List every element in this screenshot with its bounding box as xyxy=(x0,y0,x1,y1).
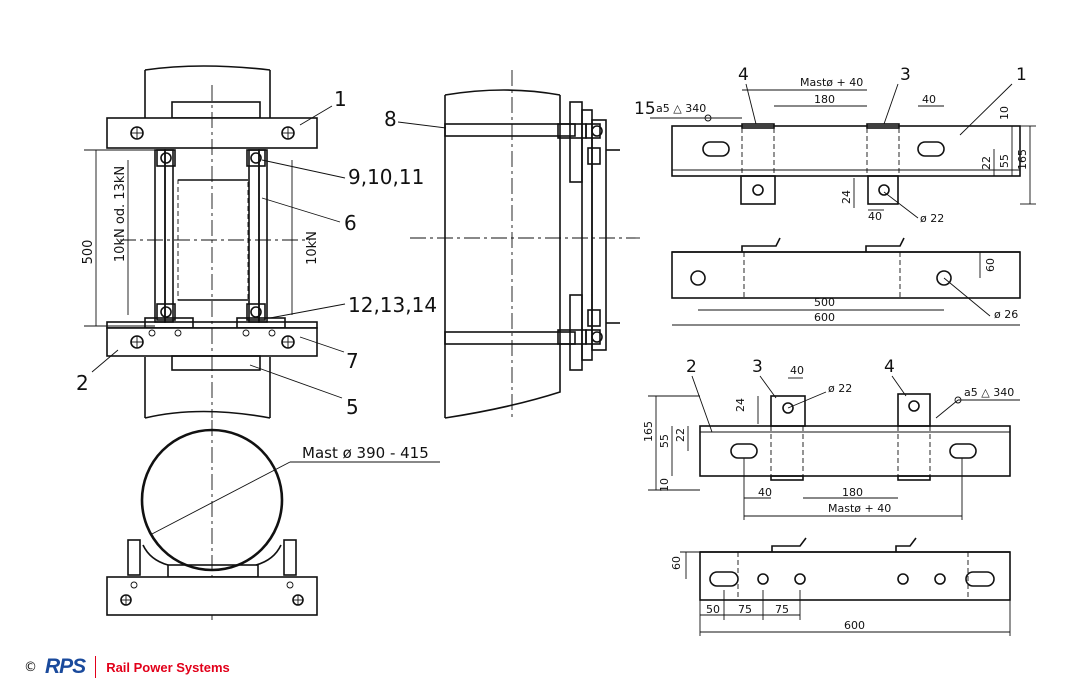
mast-diameter-label: Mast ø 390 - 415 xyxy=(302,444,429,462)
part-label-3-top: 3 xyxy=(900,65,911,85)
dim-500-top-side: 500 xyxy=(814,296,835,309)
part-label-12-13-14: 12,13,14 xyxy=(348,293,437,317)
dim-55-top: 55 xyxy=(998,154,1011,168)
dim-10-top: 10 xyxy=(998,106,1011,120)
part-label-2-bottom: 2 xyxy=(686,357,697,377)
side-view: 8 xyxy=(384,70,640,420)
part-label-15: 15 xyxy=(634,99,656,119)
dim-22-bottom: 22 xyxy=(674,428,687,442)
part-label-9-10-11: 9,10,11 xyxy=(348,165,424,189)
dim-60-bottom-side: 60 xyxy=(670,556,683,570)
dim-180-top: 180 xyxy=(814,93,835,106)
dim-50-bottom-side: 50 xyxy=(706,603,720,616)
rps-logo: RPS xyxy=(45,655,86,678)
part-label-7: 7 xyxy=(346,349,359,373)
dim-75a-bottom-side: 75 xyxy=(738,603,752,616)
part-label-5: 5 xyxy=(346,395,359,419)
detail-top-side: 60 500 600 ø 26 xyxy=(671,237,1021,326)
dim-500: 500 xyxy=(81,240,96,265)
dim-24-bottom: 24 xyxy=(734,398,747,412)
dim-600-top-side: 600 xyxy=(814,311,835,324)
detail-bottom-side: 60 50 75 75 600 xyxy=(670,537,1011,636)
part-label-4-bottom: 4 xyxy=(884,357,895,377)
dim-40b-bottom: 40 xyxy=(758,486,772,499)
dim-600-bottom-side: 600 xyxy=(844,619,865,632)
weld-symbol-top: a5 △ 340 xyxy=(656,102,706,115)
part-label-3-bottom: 3 xyxy=(752,357,763,377)
dim-75b-bottom-side: 75 xyxy=(775,603,789,616)
part-label-6: 6 xyxy=(344,211,357,235)
dim-22-top: 22 xyxy=(980,156,993,170)
dim-mast-plus-40-bottom: Mastø + 40 xyxy=(828,502,891,515)
part-label-2: 2 xyxy=(76,371,89,395)
dim-mast-plus-40-top: Mastø + 40 xyxy=(800,76,863,89)
hole-22-bottom: ø 22 xyxy=(828,382,852,395)
hole-26-top-side: ø 26 xyxy=(994,308,1018,321)
dim-60-top-side: 60 xyxy=(984,258,997,272)
copyright-symbol: © xyxy=(24,659,37,675)
detail-bottom: 2 3 4 40 ø 22 24 a5 △ 340 165 55 22 10 4… xyxy=(642,357,1020,520)
front-view: 500 10kN od. 13kN 10kN 1 9,10,11 6 12,13… xyxy=(76,65,437,419)
hole-22-top: ø 22 xyxy=(920,212,944,225)
dim-165-bottom: 165 xyxy=(642,421,655,442)
logo-divider xyxy=(95,656,97,678)
part-label-1: 1 xyxy=(334,87,347,111)
part-label-4-top: 4 xyxy=(738,65,749,85)
force-label-left: 10kN od. 13kN xyxy=(113,166,128,262)
dim-10-bottom: 10 xyxy=(658,478,671,492)
part-label-8: 8 xyxy=(384,107,397,131)
dim-40b-top: 40 xyxy=(868,210,882,223)
plan-view: Mast ø 390 - 415 xyxy=(106,420,440,620)
company-name: Rail Power Systems xyxy=(106,659,230,675)
footer-branding: © RPS Rail Power Systems xyxy=(24,655,230,679)
force-label-right: 10kN xyxy=(305,231,320,265)
dim-180-bottom: 180 xyxy=(842,486,863,499)
detail-top: Mastø + 40 180 40 a5 △ 340 15 4 3 1 165 … xyxy=(634,65,1036,225)
dim-24-top: 24 xyxy=(840,190,853,204)
dim-40-top: 40 xyxy=(922,93,936,106)
weld-symbol-bottom: a5 △ 340 xyxy=(964,386,1014,399)
dim-165-top: 165 xyxy=(1016,149,1029,170)
dim-40a-bottom: 40 xyxy=(790,364,804,377)
part-label-1-top: 1 xyxy=(1016,65,1027,85)
dim-55-bottom: 55 xyxy=(658,434,671,448)
